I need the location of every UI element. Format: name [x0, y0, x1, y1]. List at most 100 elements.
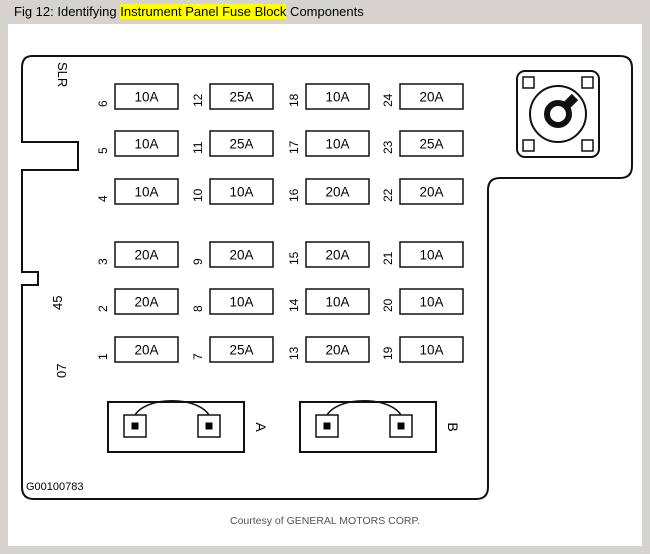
- connector-b-terminal-2-pin: [397, 422, 405, 430]
- fuse-1: 20A 1: [96, 336, 179, 363]
- fuse-body: [209, 83, 274, 110]
- connector-a: A: [107, 400, 269, 453]
- fuse-amps-label: 20A: [325, 248, 349, 263]
- fuse-number-label: 4: [96, 195, 110, 202]
- fuse-amps-label: 10A: [229, 295, 253, 310]
- fuse-amps-label: 10A: [134, 90, 158, 105]
- label-slr: SLR: [55, 62, 70, 87]
- fuse-number-label: 6: [96, 100, 110, 107]
- fuse-body: [399, 288, 464, 315]
- fuse-11: 25A 11: [191, 130, 274, 157]
- fuse-block-outline: [21, 55, 633, 500]
- fuse-20: 10A 20: [381, 288, 464, 315]
- fuse-amps-label: 20A: [419, 90, 443, 105]
- fuse-number-label: 24: [381, 93, 395, 107]
- fuse-amps-label: 25A: [419, 137, 443, 152]
- fuse-amps-label: 10A: [229, 185, 253, 200]
- fuse-amps-label: 20A: [229, 248, 253, 263]
- knob-corner-screw: [522, 139, 535, 152]
- figure-title-prefix: Fig 12: Identifying: [14, 4, 121, 19]
- label-07: 07: [54, 364, 69, 378]
- connector-a-wire: [134, 400, 210, 416]
- fuse-number-label: 13: [287, 346, 301, 360]
- fuse-number-label: 18: [287, 93, 301, 107]
- fuse-number-label: 23: [381, 140, 395, 154]
- fuse-amps-label: 10A: [419, 343, 443, 358]
- fuse-number-label: 8: [191, 305, 205, 312]
- fuse-22: 20A 22: [381, 178, 464, 205]
- fuse-6: 10A 6: [96, 83, 179, 110]
- fuse-amps-label: 25A: [229, 137, 253, 152]
- fuse-number-label: 9: [191, 258, 205, 265]
- fuse-amps-label: 10A: [134, 185, 158, 200]
- fuse-body: [114, 288, 179, 315]
- fuse-13: 20A 13: [287, 336, 370, 363]
- fuse-number-label: 12: [191, 93, 205, 107]
- knob-corner-screw: [522, 76, 535, 89]
- fuse-body: [114, 241, 179, 268]
- fuse-body: [114, 178, 179, 205]
- courtesy-text: Courtesy of GENERAL MOTORS CORP.: [229, 515, 421, 527]
- fuse-number-label: 22: [381, 188, 395, 202]
- fuse-amps-label: 20A: [419, 185, 443, 200]
- fuse-body: [399, 130, 464, 157]
- knob-housing: [516, 70, 600, 158]
- figure-title-suffix: Components: [286, 4, 364, 19]
- fuse-body: [305, 178, 370, 205]
- figure-title-bar: Fig 12: Identifying Instrument Panel Fus…: [8, 2, 642, 22]
- connector-a-terminal-2-pin: [205, 422, 213, 430]
- connector-b: B: [299, 400, 461, 453]
- fuse-9: 20A 9: [191, 241, 274, 268]
- content-panel: [8, 24, 642, 546]
- connector-a-terminal-1-pin: [131, 422, 139, 430]
- knob-corner-screw: [581, 139, 594, 152]
- fuse-amps-label: 20A: [325, 343, 349, 358]
- fuse-number-label: 7: [191, 353, 205, 360]
- fuse-amps-label: 10A: [419, 295, 443, 310]
- fuse-body: [399, 178, 464, 205]
- fuse-5: 10A 5: [96, 130, 179, 157]
- fuse-amps-label: 10A: [134, 137, 158, 152]
- fuse-4: 10A 4: [96, 178, 179, 205]
- fuse-number-label: 10: [191, 188, 205, 202]
- fuse-8: 10A 8: [191, 288, 274, 315]
- figure-title-highlight: Instrument Panel Fuse Block: [120, 4, 287, 19]
- part-number: G00100783: [26, 481, 84, 493]
- knob-corner-screw: [581, 76, 594, 89]
- fuse-amps-label: 10A: [419, 248, 443, 263]
- fuse-amps-label: 20A: [134, 248, 158, 263]
- fuse-number-label: 11: [191, 141, 205, 154]
- fuse-19: 10A 19: [381, 336, 464, 363]
- fuse-number-label: 17: [287, 140, 301, 154]
- fuse-17: 10A 17: [287, 130, 370, 157]
- knob-dial: [529, 85, 587, 143]
- fuse-number-label: 19: [381, 346, 395, 360]
- connector-a-label: A: [253, 422, 269, 432]
- fuse-amps-label: 20A: [134, 295, 158, 310]
- fuse-number-label: 1: [96, 353, 110, 360]
- label-45: 45: [50, 296, 65, 310]
- fuse-number-label: 21: [381, 251, 395, 265]
- fuse-body: [305, 83, 370, 110]
- fuse-number-label: 20: [381, 298, 395, 312]
- fuse-amps-label: 25A: [229, 343, 253, 358]
- fuse-7: 25A 7: [191, 336, 274, 363]
- fuse-amps-label: 10A: [325, 137, 349, 152]
- fuse-number-label: 5: [96, 147, 110, 154]
- fuse-24: 20A 24: [381, 83, 464, 110]
- fuse-body: [114, 336, 179, 363]
- fuse-body: [305, 241, 370, 268]
- fuse-amps-label: 10A: [325, 90, 349, 105]
- connector-b-body: [299, 401, 437, 453]
- fuse-amps-label: 20A: [134, 343, 158, 358]
- fuse-body: [305, 288, 370, 315]
- ignition-knob: [516, 70, 600, 158]
- fuse-body: [209, 130, 274, 157]
- fuse-number-label: 16: [287, 188, 301, 202]
